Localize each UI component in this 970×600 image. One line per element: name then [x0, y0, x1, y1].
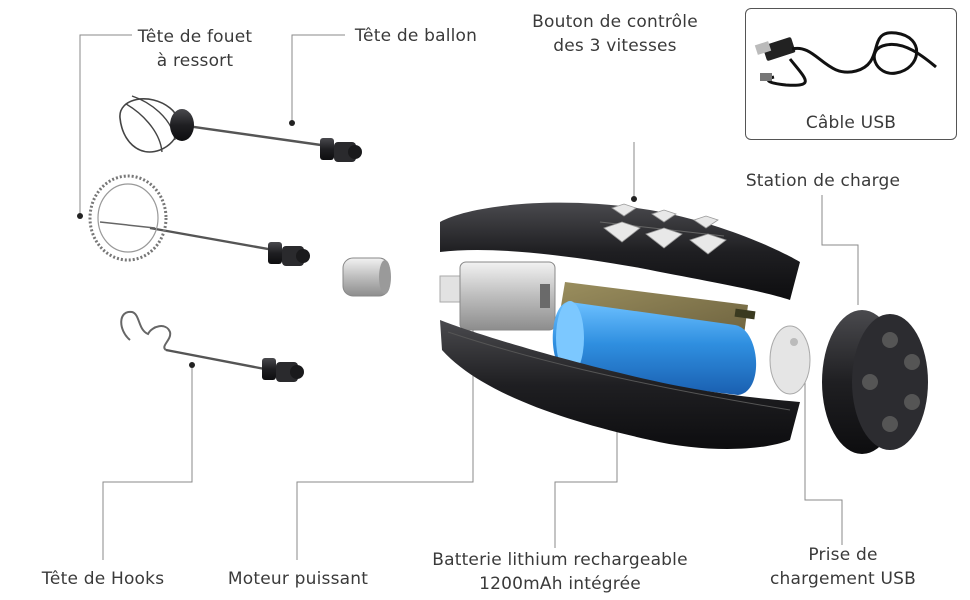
usb-cable-box: Câble USB: [745, 8, 957, 140]
label-tete-ballon: Tête de ballon: [354, 26, 478, 46]
label-station-charge: Station de charge: [745, 171, 901, 191]
label-line: Batterie lithium rechargeable: [432, 550, 688, 570]
motor: [439, 261, 556, 331]
label-batterie: Batterie lithium rechargeable 1200mAh in…: [415, 548, 705, 596]
spring-whisk: [88, 174, 310, 266]
top-housing: [440, 202, 800, 300]
label-bouton-controle: Bouton de contrôle des 3 vitesses: [520, 10, 710, 58]
charging-station: [822, 310, 928, 454]
label-tete-hooks: Tête de Hooks: [41, 569, 165, 589]
leader-moteur: [296, 328, 474, 560]
charging-plate: [769, 325, 811, 395]
bottom-housing: [440, 320, 800, 449]
usb-cable-icon: [754, 31, 937, 87]
label-line: à ressort: [156, 51, 234, 71]
label-prise: Prise de chargement USB: [758, 543, 928, 591]
balloon-whisk: [119, 95, 362, 162]
leader-lines: [79, 34, 859, 560]
leader-tete-fouet: [79, 34, 132, 215]
label-line: Prise de: [808, 545, 878, 565]
label-line: 1200mAh intégrée: [479, 574, 641, 594]
speed-buttons: [603, 203, 727, 255]
label-line: des 3 vitesses: [553, 36, 677, 56]
label-moteur: Moteur puissant: [227, 569, 369, 589]
label-line: chargement USB: [769, 569, 917, 589]
label-cable-usb: Câble USB: [805, 113, 897, 133]
label-line: Tête de fouet: [137, 27, 253, 47]
metal-coupler: [342, 257, 391, 297]
hook-head: [120, 310, 304, 382]
leader-hooks: [102, 364, 193, 560]
leader-tete-ballon: [291, 34, 345, 122]
leader-prise: [804, 375, 843, 545]
label-tete-fouet-ressort: Tête de fouet à ressort: [130, 25, 260, 73]
label-line: Bouton de contrôle: [532, 12, 698, 32]
leader-station: [821, 195, 859, 305]
